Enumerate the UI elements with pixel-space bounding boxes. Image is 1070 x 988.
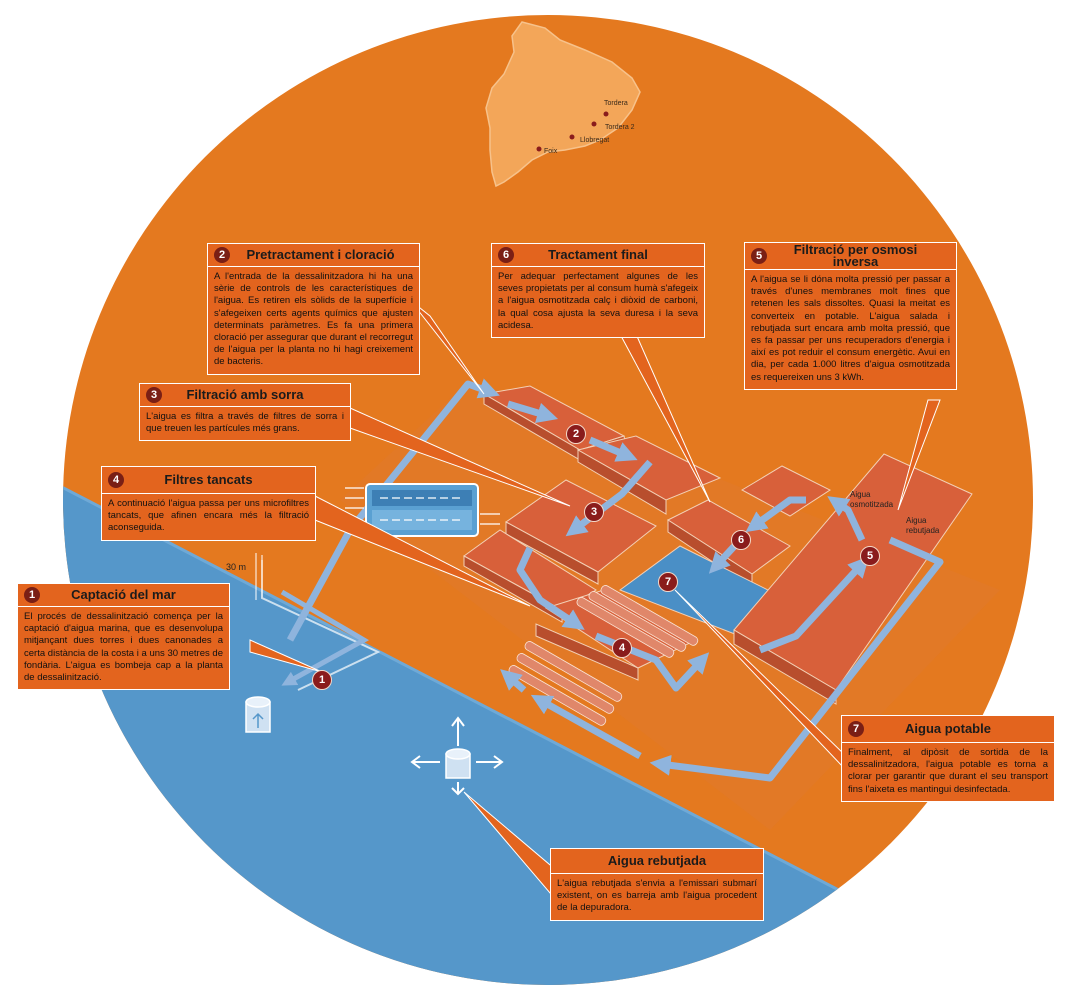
step-4-header: 4 Filtres tancats (102, 467, 315, 494)
step-3-text: L'aigua es filtra a través de filtres de… (140, 407, 350, 441)
intake-tower (245, 696, 271, 733)
rejected-water-text: L'aigua rebutjada s'envia a l'emissari s… (551, 874, 763, 920)
step-2-number: 2 (214, 247, 230, 263)
step-7-header: 7 Aigua potable (842, 716, 1054, 743)
depth-label: 30 m (226, 562, 247, 572)
step-7-number: 7 (848, 721, 864, 737)
step-4-callout: 4 Filtres tancats A continuació l'aigua … (101, 466, 316, 541)
step-1-text: El procés de dessalinització comença per… (18, 607, 229, 690)
step-3-title: Filtració amb sorra (186, 387, 304, 402)
step-7-text: Finalment, al dipòsit de sortida de la d… (842, 743, 1054, 801)
outfall-diffuser (410, 716, 504, 796)
step-6-title: Tractament final (548, 247, 648, 262)
step-7-title: Aigua potable (905, 721, 991, 736)
step-4-number: 4 (108, 472, 124, 488)
marker-1: 1 (312, 670, 332, 690)
step-5-callout: 5 Filtració per osmosi inversa A l'aigua… (744, 242, 957, 390)
rejected-water-header: Aigua rebutjada (551, 849, 763, 874)
marker-2: 2 (566, 424, 586, 444)
step-6-number: 6 (498, 247, 514, 263)
rejected-water-callout: Aigua rebutjada L'aigua rebutjada s'envi… (550, 848, 764, 921)
sand-filter-illustration (345, 483, 500, 537)
step-5-text: A l'aigua se li dóna molta pressió per p… (745, 270, 956, 389)
map-label-tordera-2: Tordera 2 (605, 124, 635, 131)
step-1-callout: 1 Captació del mar El procés de dessalin… (17, 583, 230, 691)
step-1-number: 1 (24, 587, 40, 603)
catalonia-map (485, 21, 641, 188)
callout-pointers (249, 299, 941, 902)
step-2-callout: 2 Pretractament i cloració A l'entrada d… (207, 243, 420, 375)
marker-3: 3 (584, 502, 604, 522)
step-1-title: Captació del mar (71, 587, 176, 602)
map-label-llobregat: Llobregat (580, 137, 610, 144)
step-4-title: Filtres tancats (164, 472, 253, 487)
microfilter-cylinders (508, 585, 699, 726)
map-label-tordera: Tordera (604, 100, 628, 107)
step-3-callout: 3 Filtració amb sorra L'aigua es filtra … (139, 383, 351, 442)
rejected-water-title: Aigua rebutjada (607, 853, 707, 868)
step-6-text: Per adequar perfectament algunes de les … (492, 267, 704, 338)
step-2-title: Pretractament i cloració (246, 247, 395, 262)
step-5-title: Filtració per osmosi inversa (793, 242, 918, 269)
step-7-callout: 7 Aigua potable Finalment, al dipòsit de… (841, 715, 1055, 802)
step-6-header: 6 Tractament final (492, 244, 704, 267)
step-5-number: 5 (751, 248, 767, 264)
step-3-header: 3 Filtració amb sorra (140, 384, 350, 407)
step-4-text: A continuació l'aigua passa per uns micr… (102, 494, 315, 540)
map-label-foix: Foix (544, 148, 558, 155)
marker-5: 5 (860, 546, 880, 566)
step-2-header: 2 Pretractament i cloració (208, 244, 419, 267)
marker-4: 4 (612, 638, 632, 658)
step-5-header: 5 Filtració per osmosi inversa (745, 243, 956, 270)
step-2-text: A l'entrada de la dessalinitzadora hi ha… (208, 267, 419, 374)
step-1-header: 1 Captació del mar (18, 584, 229, 607)
marker-6: 6 (731, 530, 751, 550)
step-6-callout: 6 Tractament final Per adequar perfectam… (491, 243, 705, 339)
step-3-number: 3 (146, 387, 162, 403)
osmotized-water-label: Aigua osmotitzada (850, 490, 894, 509)
marker-7: 7 (658, 572, 678, 592)
rejected-water-flow-label: Aigua rebutjada (906, 516, 940, 535)
